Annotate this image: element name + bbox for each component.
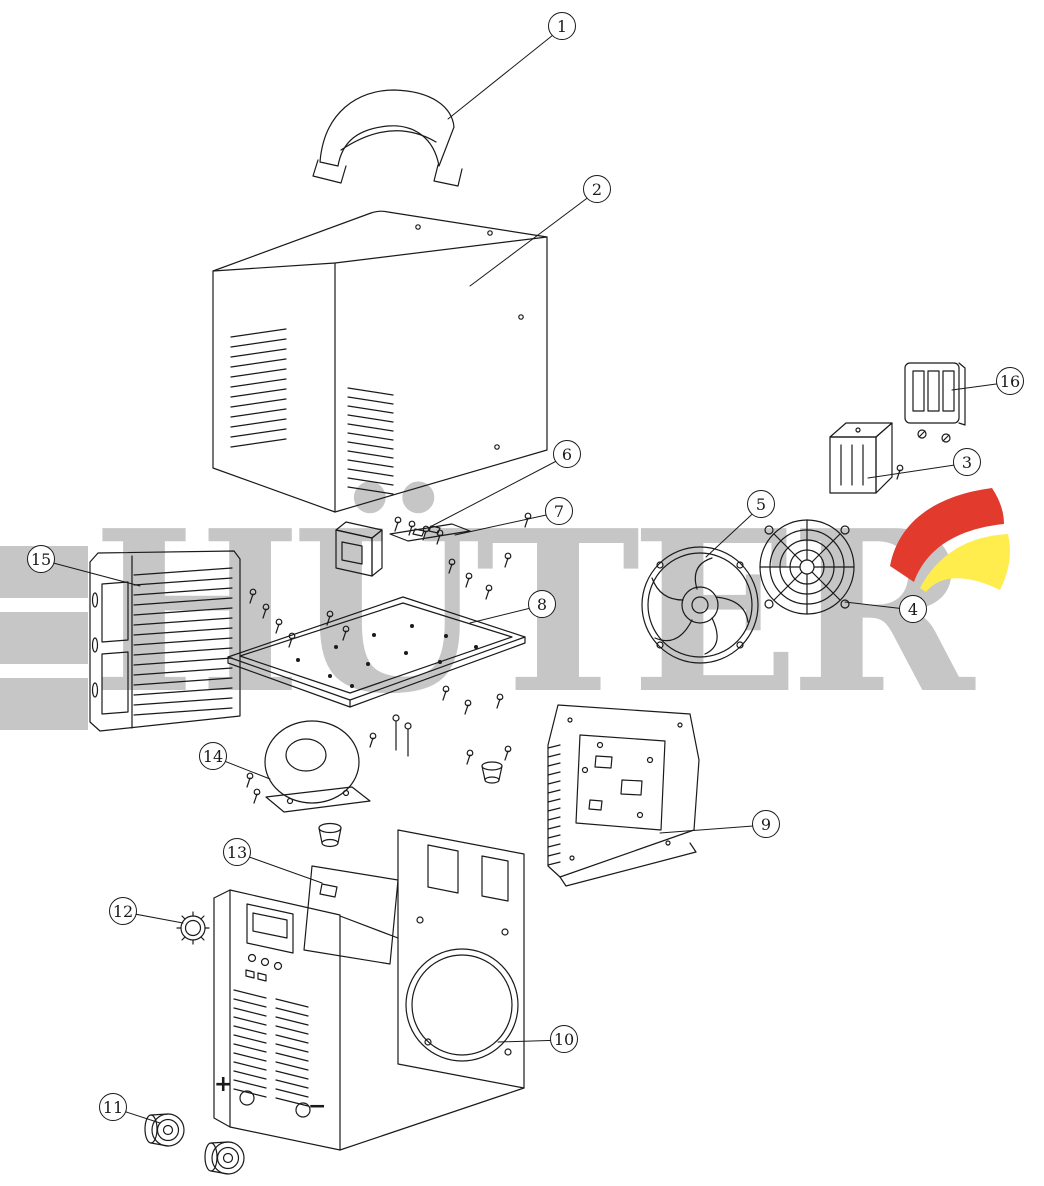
callout-8: 8: [528, 590, 556, 618]
callout-7: 7: [545, 497, 573, 525]
callout-10: 10: [550, 1025, 578, 1053]
callout-16: 16: [996, 367, 1024, 395]
part-side-panel-pcb: [547, 704, 700, 887]
part-fan-guard: [759, 519, 855, 615]
callout-1: 1: [548, 12, 576, 40]
callout-13: 13: [223, 838, 251, 866]
callout-6: 6: [553, 440, 581, 468]
part-knob: [176, 911, 210, 945]
loose-screws: [246, 464, 904, 804]
part-toroid-coil: [264, 720, 371, 813]
brand-swoosh-logo: [890, 488, 1010, 592]
part-base-plate: [227, 596, 526, 708]
callout-2: 2: [583, 175, 611, 203]
part-switch: [829, 422, 893, 494]
part-terminal-block: [904, 362, 966, 443]
part-heatsink-panel: [89, 550, 241, 732]
callout-9: 9: [752, 810, 780, 838]
part-pcb-strip: [389, 523, 471, 542]
watermark-bar: [0, 612, 88, 664]
leader-lines: [41, 26, 1012, 1124]
part-front-overlay: [303, 865, 399, 965]
part-cover: [212, 210, 548, 513]
rubber-feet: [318, 761, 503, 848]
part-bracket-screws: [335, 521, 383, 577]
watermark-bar: [0, 678, 88, 730]
part-handle: [312, 89, 463, 187]
callout-12: 12: [109, 897, 137, 925]
callout-5: 5: [747, 490, 775, 518]
part-fan: [641, 546, 759, 664]
polarity-plus-label: +: [214, 1072, 233, 1097]
callout-11: 11: [99, 1093, 127, 1121]
callout-4: 4: [899, 595, 927, 623]
callout-14: 14: [199, 742, 227, 770]
callout-15: 15: [27, 545, 55, 573]
polarity-minus-label: −: [308, 1094, 327, 1119]
callout-3: 3: [953, 448, 981, 476]
part-chassis: [213, 829, 525, 1151]
part-output-connectors: [144, 1113, 245, 1175]
